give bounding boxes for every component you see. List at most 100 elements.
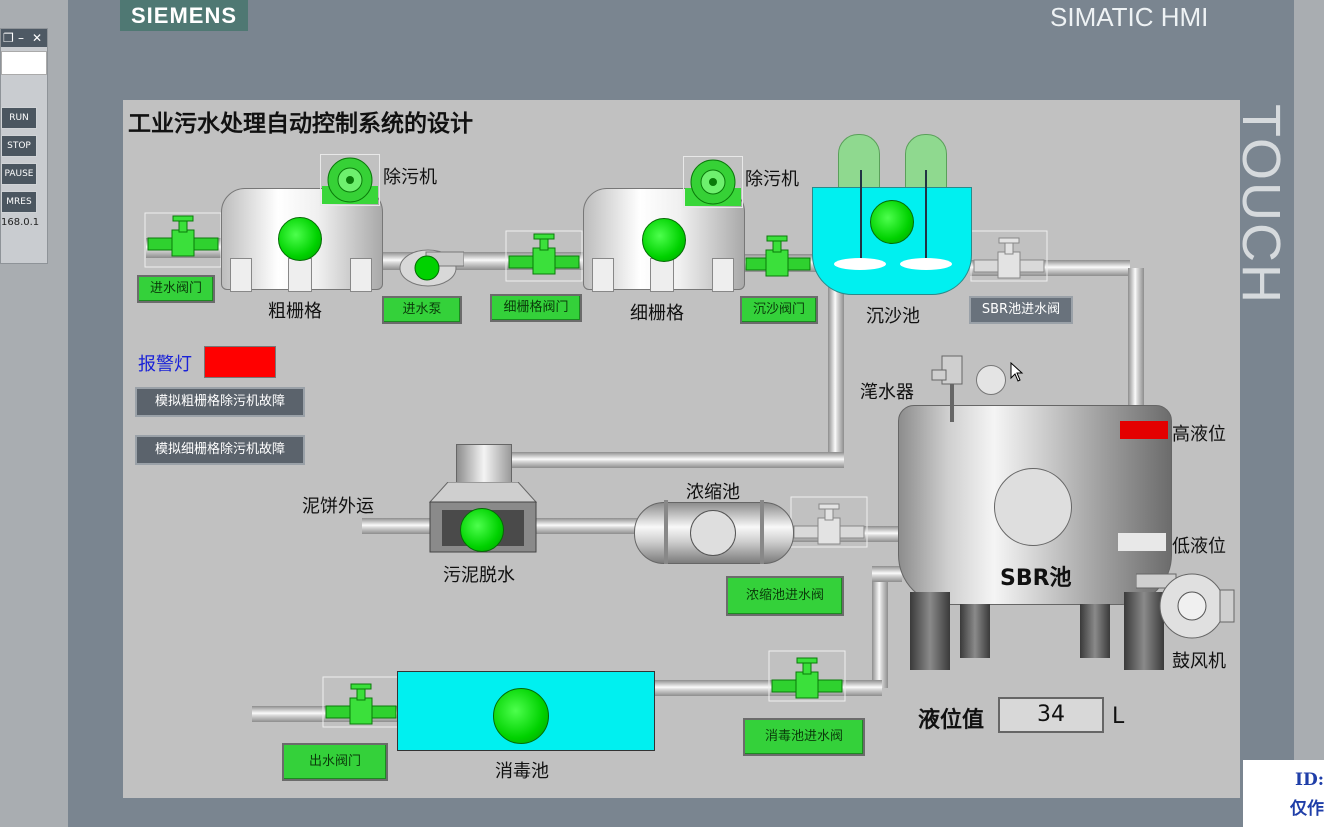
fine-grid-valve-button[interactable]: 细栅格阀门	[490, 294, 582, 322]
dewatering-status-indicator	[460, 508, 504, 552]
decontam-2-label: 除污机	[745, 169, 799, 190]
thickener-band	[760, 500, 764, 564]
coarse-grid-leg	[350, 258, 372, 292]
hmi-title: SIMATIC HMI	[1050, 2, 1209, 32]
pipe-sbr-down	[1128, 268, 1144, 412]
alarm-lamp-label: 报警灯	[138, 354, 192, 375]
grit-tank-status-indicator	[870, 200, 914, 244]
minimize-icon[interactable]: –	[18, 31, 24, 45]
level-unit-label: L	[1112, 704, 1125, 729]
thickener-status-indicator	[690, 510, 736, 556]
mouse-cursor-icon	[1010, 362, 1024, 382]
disinfection-status-indicator	[493, 688, 549, 744]
pipe-grit-down	[828, 285, 844, 465]
high-level-label: 高液位	[1172, 424, 1226, 445]
decanter-icon	[931, 355, 963, 422]
fine-grid-leg	[650, 258, 674, 292]
high-level-indicator	[1120, 421, 1168, 439]
close-icon[interactable]: ✕	[32, 31, 43, 45]
outlet-valve-button[interactable]: 出水阀门	[282, 743, 388, 781]
pipe-to-dewatering	[510, 452, 844, 468]
fine-grid-status-indicator	[642, 218, 686, 262]
watermark-card: ID: 仅作	[1243, 760, 1324, 827]
inlet-pump-button[interactable]: 进水泵	[382, 296, 462, 324]
pipe-dewater-thick	[530, 518, 640, 534]
grit-valve-icon[interactable]	[742, 232, 814, 284]
dewatering-label: 污泥脱水	[443, 565, 515, 586]
level-value-label: 液位值	[918, 708, 985, 733]
sbr-tank-label: SBR池	[1000, 566, 1072, 591]
page-title: 工业污水处理自动控制系统的设计	[128, 111, 473, 137]
fine-grid-valve-icon[interactable]	[505, 230, 583, 282]
grit-tank-impeller	[900, 258, 952, 270]
pipe-sludge-out	[362, 518, 442, 534]
simulator-titlebar: ❐ – ✕	[1, 29, 47, 47]
dewatering-hopper	[456, 444, 512, 486]
disinfect-valve-button[interactable]: 消毒池进水阀	[743, 718, 865, 756]
disinfection-label: 消毒池	[495, 761, 549, 782]
grit-tank-shaft	[925, 170, 927, 265]
outlet-valve-icon[interactable]	[322, 676, 400, 728]
coarse-grid-leg	[230, 258, 252, 292]
alarm-lamp-indicator	[204, 346, 276, 378]
plc-simulator-window: ❐ – ✕ RUN STOP PAUSE MRES 168.0.1	[0, 28, 48, 264]
sbr-tank-leg	[1124, 592, 1164, 670]
desktop-background-right	[1294, 0, 1324, 827]
disinfect-valve-icon[interactable]	[768, 650, 846, 702]
thickener-label: 浓缩池	[686, 482, 740, 503]
sbr-tank-leg	[960, 604, 990, 658]
touch-label: TOUCH	[1231, 104, 1291, 306]
mres-button[interactable]: MRES	[1, 191, 37, 213]
grit-tank-motor-right	[905, 134, 947, 196]
coarse-grid-status-indicator	[278, 217, 322, 261]
thickener-band	[664, 500, 668, 564]
decontam-machine-2-icon[interactable]	[685, 158, 741, 206]
decontam-machine-1-icon[interactable]	[322, 156, 378, 204]
decontam-machine-2-frame	[683, 156, 743, 208]
fine-grid-leg	[592, 258, 614, 292]
decanter-label: 滗水器	[860, 382, 914, 403]
thickener-valve-button[interactable]: 浓缩池进水阀	[726, 576, 844, 616]
watermark-line-1: ID:	[1295, 770, 1324, 790]
level-value-display: 34	[998, 697, 1104, 733]
pipe-sbr-disinfect-v	[872, 566, 888, 688]
stop-button[interactable]: STOP	[1, 135, 37, 157]
grit-tank-label: 沉沙池	[866, 306, 920, 327]
simulator-ip: 168.0.1	[1, 217, 40, 228]
sbr-tank-leg	[910, 592, 950, 670]
inlet-pump-icon[interactable]	[398, 246, 464, 290]
blower-icon[interactable]	[1136, 566, 1236, 642]
thickener-valve-icon[interactable]	[790, 496, 868, 548]
sludge-out-label: 泥饼外运	[302, 496, 374, 517]
siemens-logo: SIEMENS	[120, 0, 248, 31]
sim-fine-fault-button[interactable]: 模拟细栅格除污机故障	[135, 435, 305, 465]
sbr-inlet-valve-button[interactable]: SBR池进水阀	[969, 296, 1073, 324]
inlet-valve-button[interactable]: 进水阀门	[137, 275, 215, 303]
decontam-machine-1-frame	[320, 154, 380, 206]
sim-coarse-fault-button[interactable]: 模拟粗栅格除污机故障	[135, 387, 305, 417]
inlet-valve-icon[interactable]	[144, 212, 222, 268]
fine-grid-label: 细栅格	[630, 303, 684, 324]
sbr-inlet-valve-icon[interactable]	[970, 230, 1048, 282]
simulator-field[interactable]	[1, 51, 47, 75]
grit-tank-motor-left	[838, 134, 880, 196]
grit-tank-impeller	[834, 258, 886, 270]
restore-icon[interactable]: ❐	[3, 31, 14, 45]
low-level-label: 低液位	[1172, 536, 1226, 557]
sbr-tank-status-indicator	[994, 468, 1072, 546]
decontam-1-label: 除污机	[383, 167, 437, 188]
coarse-grid-leg	[288, 258, 312, 292]
pipe-sbr-outlet	[872, 566, 902, 582]
pipe-to-disinfect	[652, 680, 882, 696]
blower-label: 鼓风机	[1172, 651, 1226, 672]
grit-valve-button[interactable]: 沉沙阀门	[740, 296, 818, 324]
low-level-indicator	[1118, 533, 1166, 551]
decanter-status-indicator	[976, 365, 1006, 395]
pause-button[interactable]: PAUSE	[1, 163, 37, 185]
coarse-grid-label: 粗栅格	[268, 301, 322, 322]
sbr-tank-leg	[1080, 604, 1110, 658]
run-button[interactable]: RUN	[1, 107, 37, 129]
grit-tank-shaft	[860, 170, 862, 265]
watermark-line-2: 仅作	[1290, 799, 1324, 819]
fine-grid-leg	[712, 258, 734, 292]
